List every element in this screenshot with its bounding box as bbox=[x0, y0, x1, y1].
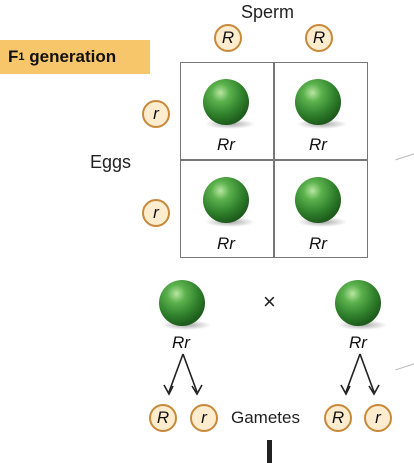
edge-pointer-line bbox=[395, 362, 414, 371]
green-pea-icon bbox=[335, 280, 387, 330]
punnett-cell-genotype: Rr bbox=[309, 135, 327, 154]
split-arrow-icon bbox=[340, 353, 380, 396]
gamete-allele-right-2: r bbox=[364, 404, 392, 432]
cross-symbol: × bbox=[263, 289, 276, 314]
continuation-stem bbox=[267, 440, 272, 463]
egg-allele-2: r bbox=[142, 199, 170, 227]
green-pea-icon bbox=[295, 177, 347, 227]
punnett-cell-genotype: Rr bbox=[309, 234, 327, 253]
egg-allele-1: r bbox=[142, 100, 170, 128]
green-pea-icon bbox=[159, 280, 211, 330]
punnett-cell-genotype: Rr bbox=[217, 234, 235, 253]
gamete-allele-left-2: r bbox=[190, 404, 218, 432]
green-pea-icon bbox=[203, 177, 255, 227]
green-pea-icon bbox=[203, 79, 255, 129]
punnett-horizontal-divider bbox=[180, 159, 368, 161]
sperm-allele-1: R bbox=[214, 24, 242, 52]
eggs-label: Eggs bbox=[90, 152, 132, 172]
gamete-allele-right-1: R bbox=[324, 404, 352, 432]
parent-genotype-left: Rr bbox=[172, 333, 190, 352]
banner-subscript: 1 bbox=[18, 51, 25, 63]
punnett-cell-genotype: Rr bbox=[217, 135, 235, 154]
banner-f: F bbox=[8, 47, 19, 66]
gamete-allele-left-1: R bbox=[149, 404, 177, 432]
split-arrow-icon bbox=[163, 353, 203, 396]
green-pea-icon bbox=[295, 79, 347, 129]
sperm-label: Sperm bbox=[241, 2, 295, 22]
parent-genotype-right: Rr bbox=[349, 333, 367, 352]
sperm-allele-2: R bbox=[305, 24, 333, 52]
edge-pointer-line bbox=[395, 152, 414, 161]
gametes-label: Gametes bbox=[231, 408, 300, 427]
banner-rest: generation bbox=[24, 47, 117, 66]
